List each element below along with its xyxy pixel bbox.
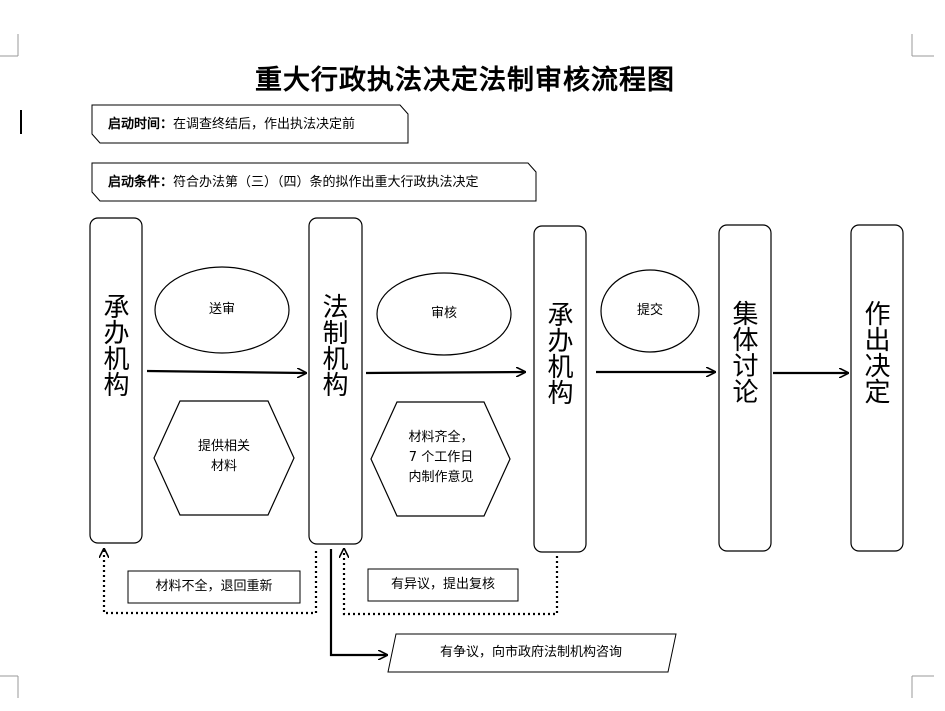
- start-time-text: 启动时间：在调查终结后，作出执法决定前: [108, 116, 355, 134]
- hexagon-1-line-2: 材料: [210, 459, 237, 474]
- node-chengban-1-label: 承办机构: [99, 293, 129, 397]
- node-chengban-1: [89, 217, 143, 544]
- ellipse-songshen: [154, 266, 290, 354]
- note-dispute-box: [387, 633, 677, 673]
- note-objection-text: 有异议，提出复核: [390, 577, 495, 592]
- start-condition-label: 启动条件：: [108, 175, 174, 190]
- hexagon-1-line-1: 提供相关: [197, 439, 250, 454]
- start-condition-box: [91, 162, 537, 202]
- note-return-text: 材料不全，退回重新: [155, 579, 273, 594]
- node-jiti: [718, 224, 772, 552]
- hexagon-1: [153, 400, 295, 516]
- start-condition-value: 符合办法第（三）（四）条的拟作出重大行政执法决定: [173, 175, 479, 190]
- ellipse-shenhe: [376, 272, 512, 356]
- arrow-return-dotted: [104, 550, 318, 615]
- node-chengban-2: [533, 225, 587, 553]
- arrow-shenhe: [365, 372, 524, 373]
- page-corner-marks: [0, 34, 934, 698]
- start-time-label: 启动时间：: [108, 117, 174, 132]
- hexagon-2-line-3: 内制作意见: [408, 470, 474, 485]
- hexagon-2: [370, 401, 511, 517]
- ellipse-tijiao-label: 提交: [636, 303, 663, 318]
- ellipse-tijiao: [600, 269, 700, 353]
- text-cursor: [20, 110, 22, 134]
- page-title: 重大行政执法决定法制审核流程图: [255, 65, 675, 96]
- hexagon-1-text: 提供相关 材料: [174, 437, 274, 477]
- hexagon-2-line-1: 材料齐全，: [408, 430, 474, 445]
- start-time-value: 在调查终结后，作出执法决定前: [173, 117, 356, 132]
- node-fazhi: [308, 217, 363, 545]
- node-jiti-label: 集体讨论: [728, 300, 758, 404]
- note-objection-box: [367, 568, 519, 602]
- arrow-dispute: [329, 549, 386, 655]
- node-fazhi-label: 法制机构: [318, 293, 348, 397]
- hexagon-2-text: 材料齐全， 7 个工作日 内制作意见: [390, 428, 492, 488]
- node-zuochu-label: 作出决定: [860, 300, 890, 404]
- node-chengban-2-label: 承办机构: [543, 301, 573, 405]
- start-condition-text: 启动条件：符合办法第（三）（四）条的拟作出重大行政执法决定: [108, 174, 479, 192]
- hexagon-2-line-2: 7 个工作日: [408, 450, 474, 465]
- start-time-box: [91, 104, 409, 144]
- ellipse-songshen-label: 送审: [208, 302, 235, 317]
- ellipse-shenhe-label: 审核: [430, 306, 457, 321]
- node-zuochu: [850, 224, 904, 552]
- arrow-songshen: [146, 371, 305, 373]
- note-return-box: [127, 570, 301, 604]
- note-dispute-text: 有争议，向市政府法制机构咨询: [439, 645, 622, 660]
